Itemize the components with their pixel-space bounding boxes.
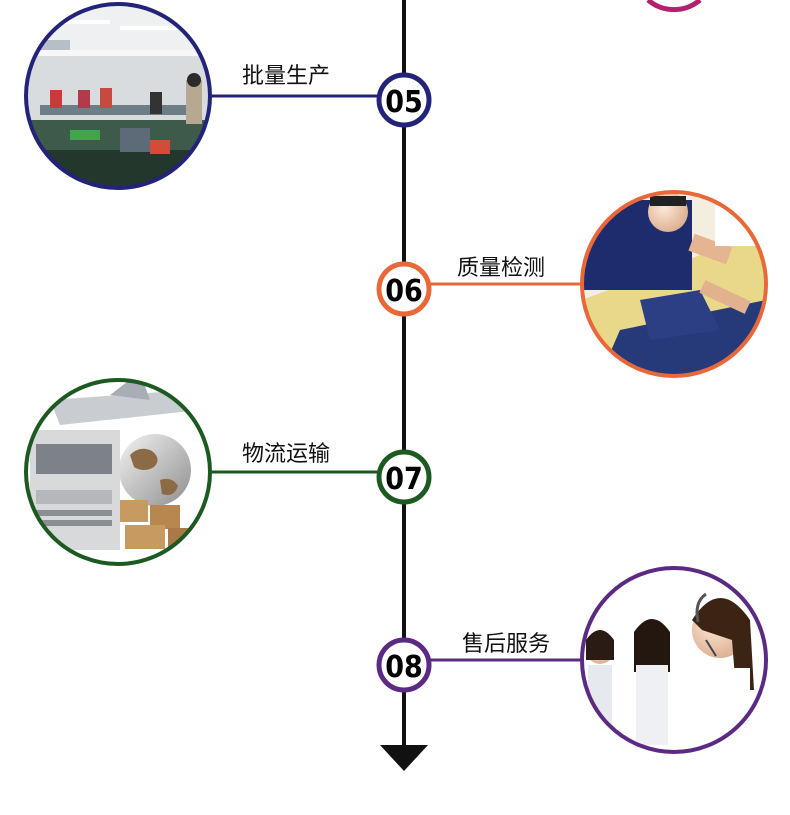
arrow-down-icon xyxy=(380,745,428,771)
logistics-photo xyxy=(26,380,210,564)
step-number-05: 05 xyxy=(385,85,423,120)
step-label-06: 质量检测 xyxy=(457,256,546,281)
step-label-05: 批量生产 xyxy=(242,64,331,89)
previous-step-circle xyxy=(646,0,702,13)
step-number-07: 07 xyxy=(385,462,423,497)
step-badge-06: 06 xyxy=(376,261,432,317)
step-label-08: 售后服务 xyxy=(462,632,551,657)
step-badge-07: 07 xyxy=(376,449,432,505)
step-badge-05: 05 xyxy=(376,72,432,128)
step-label-07: 物流运输 xyxy=(242,442,331,467)
inspection-photo xyxy=(582,192,766,376)
step-number-06: 06 xyxy=(385,274,423,309)
step-number-08: 08 xyxy=(385,650,423,685)
step-badge-08: 08 xyxy=(376,637,432,693)
